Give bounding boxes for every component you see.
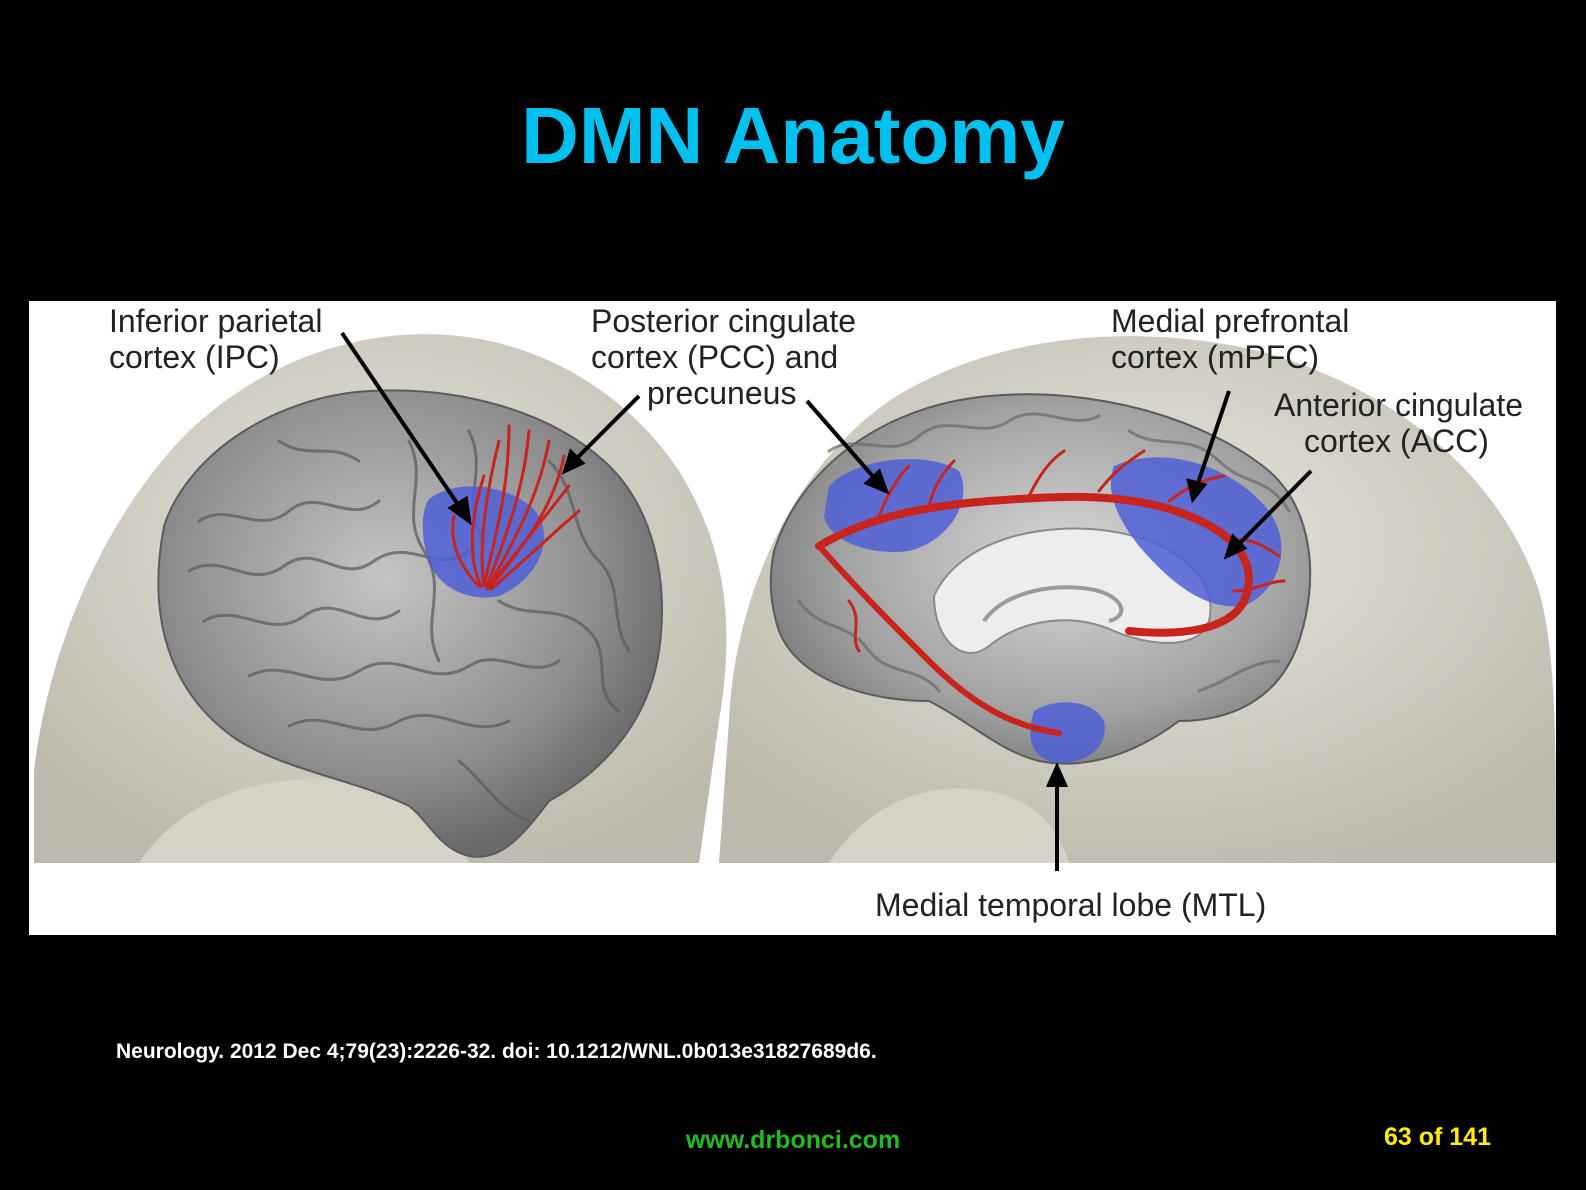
acc-arrow	[1235, 469, 1313, 548]
ipc-label-line1: Inferior parietal	[109, 303, 323, 339]
mpfc-label-line2: cortex (mPFC)	[1111, 339, 1319, 375]
mtl-region-highlight	[1030, 702, 1105, 763]
pcc-label-line1: Posterior cingulate	[591, 303, 857, 339]
acc-label-line1: Anterior cingulate	[1274, 387, 1524, 423]
pcc-lateral-arrowhead	[561, 448, 586, 475]
pcc-label: Posterior cingulate cortex (PCC) and pre…	[591, 303, 856, 411]
lateral-brain	[157, 389, 663, 858]
annotation-arrows	[340, 331, 1313, 871]
mpfc-label-line1: Medial prefrontal	[1111, 303, 1350, 339]
mpfc-label: Medial prefrontal cortex (mPFC)	[1111, 303, 1349, 375]
medial-brain	[769, 393, 1312, 765]
slide-title: DMN Anatomy	[521, 91, 1065, 180]
ipc-arrowhead	[447, 495, 472, 526]
dmn-anatomy-figure: Inferior parietal cortex (IPC) Posterior…	[29, 301, 1556, 935]
ipc-label-line2: cortex (IPC)	[109, 339, 280, 375]
ipc-fiber-tract	[451, 424, 581, 591]
pcc-medial-arrowhead	[863, 468, 890, 495]
pcc-label-line3: precuneus	[647, 375, 797, 411]
pcc-lateral-arrow	[572, 394, 641, 463]
citation-text: Neurology. 2012 Dec 4;79(23):2226-32. do…	[116, 1040, 877, 1063]
pcc-label-line2: cortex (PCC) and	[591, 339, 839, 375]
cingulum-fiber-tract	[815, 449, 1286, 736]
pcc-medial-arrow	[805, 399, 879, 483]
mpfc-acc-region-highlight	[1110, 457, 1282, 607]
mpfc-arrowhead	[1186, 478, 1208, 504]
acc-label: Anterior cingulate cortex (ACC)	[1274, 387, 1523, 459]
ipc-arrow	[340, 331, 463, 511]
mtl-label: Medial temporal lobe (MTL)	[875, 887, 1266, 923]
page-number: 63 of 141	[1383, 1123, 1491, 1151]
mpfc-arrow	[1195, 390, 1231, 487]
acc-arrowhead	[1223, 533, 1248, 560]
ipc-label: Inferior parietal cortex (IPC)	[109, 303, 322, 375]
mtl-label-line1: Medial temporal lobe (MTL)	[875, 887, 1267, 923]
brain-illustration	[34, 331, 1556, 871]
acc-label-line2: cortex (ACC)	[1304, 423, 1489, 459]
website-link[interactable]: www.drbonci.com	[685, 1126, 901, 1154]
mtl-arrowhead	[1045, 762, 1069, 787]
